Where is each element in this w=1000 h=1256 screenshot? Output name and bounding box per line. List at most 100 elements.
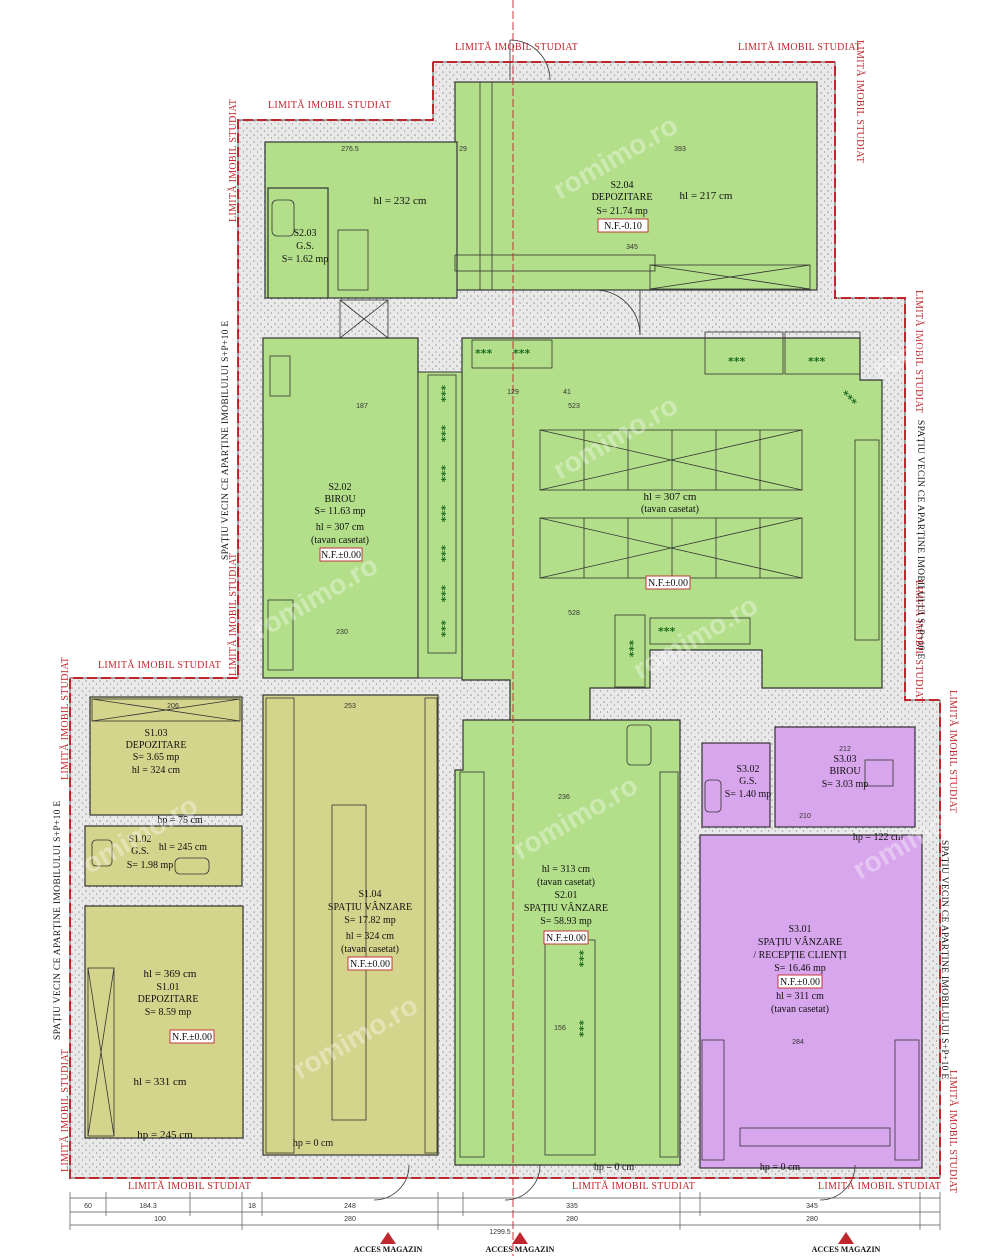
room-hp: hp = 0 cm	[760, 1162, 801, 1173]
limit-label: LIMITĂ IMOBIL STUDIAT	[227, 553, 239, 676]
room-note: (tavan casetat)	[311, 535, 369, 546]
limit-label: LIMITĂ IMOBIL STUDIAT	[572, 1180, 695, 1192]
property-limit-line	[69, 61, 941, 1179]
room-note: (tavan casetat)	[341, 944, 399, 955]
svg-text:129: 129	[507, 389, 519, 396]
stars-marker: ***	[435, 465, 448, 483]
room-area: S= 16.46 mp	[774, 963, 825, 974]
room-area: S= 1.40 mp	[725, 789, 771, 800]
room-s303-floor	[774, 726, 916, 828]
watermark: romimo.ro	[868, 39, 1000, 135]
svg-text:393: 393	[674, 146, 686, 153]
room-s302-floor	[701, 742, 771, 828]
room-area: S= 3.03 mp	[822, 779, 868, 790]
limit-label: LIMITĂ IMOBIL STUDIAT	[59, 657, 71, 780]
room-height: hl = 307 cm	[644, 491, 697, 503]
room-area: S= 58.93 mp	[540, 916, 591, 927]
room-code: S1.03	[144, 728, 167, 739]
svg-text:335: 335	[566, 1203, 578, 1210]
stars-marker: ***	[435, 585, 448, 603]
svg-text:156: 156	[554, 1025, 566, 1032]
access-arrow-icon	[512, 1232, 528, 1244]
room-nf: N.F.±0.00	[546, 933, 586, 944]
svg-text:253: 253	[344, 703, 356, 710]
room-s301-floor	[699, 834, 923, 1169]
watermark: romimo.ro	[78, 339, 213, 435]
limit-label: LIMITĂ IMOBIL STUDIAT	[913, 290, 925, 413]
room-code: S2.04	[610, 180, 633, 191]
access-label: ACCES MAGAZIN	[812, 1245, 881, 1254]
watermark: romimo.ro	[108, 59, 243, 155]
room-hp: hp = 245 cm	[137, 1129, 193, 1141]
room-name: DEPOZITARE	[138, 994, 199, 1005]
limit-label: LIMITĂ IMOBIL STUDIAT	[59, 1049, 71, 1172]
svg-text:41: 41	[563, 389, 571, 396]
svg-text:236: 236	[558, 794, 570, 801]
access-label: ACCES MAGAZIN	[354, 1245, 423, 1254]
room-nf: N.F.-0.10	[604, 221, 642, 232]
svg-text:280: 280	[344, 1216, 356, 1223]
room-name: G.S.	[131, 846, 149, 857]
room-hp: hp = 0 cm	[293, 1138, 334, 1149]
room-name: G.S.	[739, 776, 757, 787]
stars-marker: ***	[513, 347, 531, 360]
access-label: ACCES MAGAZIN	[486, 1245, 555, 1254]
room-name: G.S.	[296, 241, 314, 252]
limit-label: LIMITĂ IMOBIL STUDIAT	[947, 1070, 959, 1193]
stars-marker: ***	[435, 425, 448, 443]
room-code: S3.03	[833, 754, 856, 765]
room-code: S1.04	[358, 889, 381, 900]
room-height: hl = 232 cm	[374, 195, 427, 207]
room-nf: N.F.±0.00	[350, 959, 390, 970]
svg-text:523: 523	[568, 403, 580, 410]
svg-text:29: 29	[459, 146, 467, 153]
room-s202-floor	[262, 337, 419, 679]
room-labels: S2.04 DEPOZITARE S= 21.74 mp hl = 217 cm…	[126, 180, 904, 1173]
svg-text:528: 528	[568, 610, 580, 617]
fixtures	[87, 81, 920, 1161]
room-name: SPAȚIU VÂNZARE	[524, 902, 608, 914]
room-name: BIROU	[324, 494, 356, 505]
room-code: S2.03	[293, 228, 316, 239]
stars-marker: ***	[573, 950, 586, 968]
room-note: (tavan casetat)	[641, 504, 699, 515]
bottom-dimensions: 60 184.3 100 18 248 280 1299.5 335 280 3…	[69, 1192, 941, 1236]
neighbor-label: SPAȚIU VECIN CE APARȚINE IMOBILULUI S+P+…	[221, 321, 231, 560]
room-nf: N.F.±0.00	[321, 550, 361, 561]
svg-text:276.5: 276.5	[341, 146, 359, 153]
limit-label: LIMITĂ IMOBIL STUDIAT	[854, 40, 866, 163]
limit-label: LIMITĂ IMOBIL STUDIAT	[738, 41, 861, 53]
room-height: hl = 369 cm	[144, 968, 197, 980]
room-area: S= 11.63 mp	[314, 506, 365, 517]
svg-text:345: 345	[626, 244, 638, 251]
svg-text:60: 60	[84, 1203, 92, 1210]
stars-marker: ***	[435, 545, 448, 563]
svg-text:280: 280	[806, 1216, 818, 1223]
svg-text:345: 345	[806, 1203, 818, 1210]
stars-marker: ***	[573, 1020, 586, 1038]
stars-marker: ***	[435, 385, 448, 403]
room-name: DEPOZITARE	[126, 740, 187, 751]
room-s103-floor	[89, 696, 243, 816]
room-name: SPAȚIU VÂNZARE	[758, 936, 842, 948]
stars-marker: ***	[435, 505, 448, 523]
limit-label: LIMITĂ IMOBIL STUDIAT	[455, 41, 578, 53]
room-area: S= 3.65 mp	[133, 752, 179, 763]
svg-text:187: 187	[356, 403, 368, 410]
svg-text:230: 230	[336, 629, 348, 636]
svg-text:206: 206	[167, 703, 179, 710]
limit-label: LIMITĂ IMOBIL STUDIAT	[227, 99, 239, 222]
room-hp: hp = 122 cm	[853, 832, 904, 843]
room-hp: hp = 0 cm	[594, 1162, 635, 1173]
room-area: S= 1.62 mp	[282, 254, 328, 265]
room-code: S3.02	[736, 764, 759, 775]
room-height: hl = 307 cm	[316, 522, 364, 533]
neighbor-labels: SPAȚIU VECIN CE APARȚINE IMOBILULUI S+P+…	[53, 321, 949, 1080]
room-code: S1.02	[128, 834, 151, 845]
room-name: SPAȚIU VÂNZARE	[328, 901, 412, 913]
room-nf: N.F.±0.00	[780, 977, 820, 988]
svg-text:280: 280	[566, 1216, 578, 1223]
svg-text:284: 284	[792, 1039, 804, 1046]
stars-markers: *** *** *** *** *** *** *** *** *** *** …	[435, 347, 859, 1038]
